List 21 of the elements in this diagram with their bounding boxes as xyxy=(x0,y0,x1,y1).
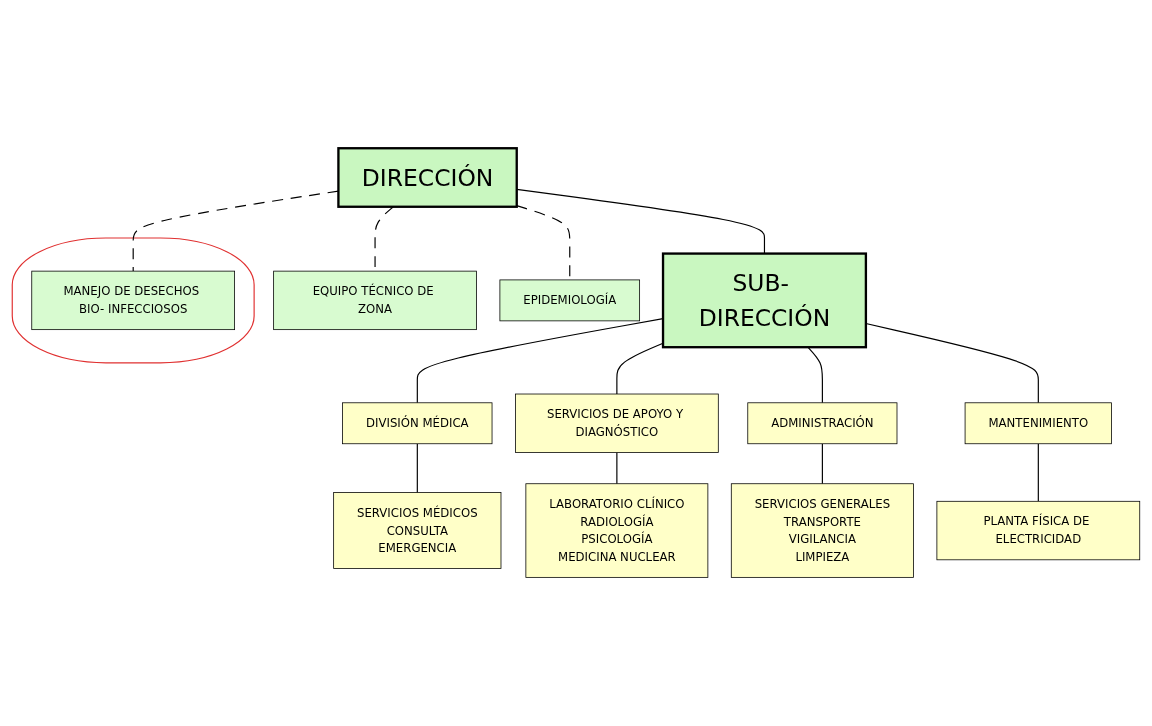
connector xyxy=(132,190,339,272)
connector xyxy=(416,443,418,494)
node-box: EPIDEMIOLOGÍA xyxy=(499,279,640,322)
node-box: ADMINISTRACIÓN xyxy=(747,402,898,445)
connector xyxy=(865,323,1039,404)
node-box: SERVICIOS MÉDICOS CONSULTA EMERGENCIA xyxy=(333,492,502,570)
node-box: LABORATORIO CLÍNICO RADIOLOGÍA PSICOLOGÍA MEDICINA NUCLEAR xyxy=(525,483,709,578)
node-box: SERVICIOS DE APOYO Y DIAGNÓSTICO xyxy=(515,393,719,454)
connector xyxy=(616,342,664,395)
node-box: SERVICIOS GENERALES TRANSPORTE VIGILANCIA LIMPIEZA xyxy=(730,483,914,578)
node-box: DIVISIÓN MÉDICA xyxy=(342,402,493,445)
node-box: MANTENIMIENTO xyxy=(964,402,1112,445)
node-box: PLANTA FÍSICA DE ELECTRICIDAD xyxy=(936,501,1141,561)
connector xyxy=(1037,443,1039,503)
node-box: DIRECCIÓN xyxy=(337,147,518,209)
node-box: EQUIPO TÉCNICO DE ZONA xyxy=(273,270,477,331)
connector xyxy=(616,452,618,485)
connector xyxy=(416,318,664,404)
connector xyxy=(821,443,823,485)
node-box: SUB- DIRECCIÓN xyxy=(661,252,868,349)
node-box: MANEJO DE DESECHOS BIO- INFECCIOSOS xyxy=(31,270,235,331)
